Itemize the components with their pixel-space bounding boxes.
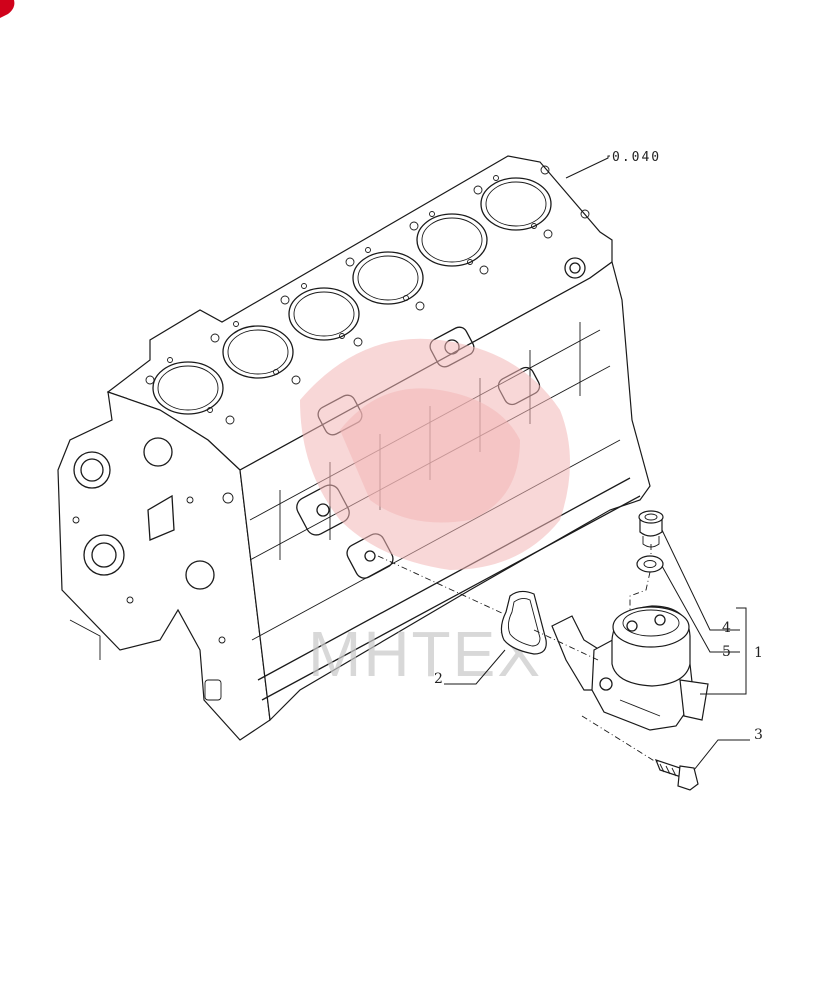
callout-5: 5 (722, 644, 731, 660)
corner-badge-icon (0, 0, 15, 18)
block-front-features (69, 437, 234, 701)
callout-4: 4 (722, 620, 731, 636)
assembly-centerlines (377, 544, 657, 763)
block-front-face (57, 391, 271, 741)
part-5-washer (636, 555, 664, 573)
part-1-fuel-pump (551, 605, 709, 731)
cylinder-bores (152, 177, 552, 415)
part-3-bolt (654, 759, 699, 791)
head-bolt-holes (145, 165, 590, 425)
watermark-logo (300, 338, 570, 570)
part-2-gasket (500, 590, 547, 655)
part-4-fitting (638, 510, 664, 548)
callout-2: 2 (434, 671, 443, 687)
reference-label-0040: 0.040 (612, 150, 661, 165)
callout-3: 3 (754, 727, 763, 743)
callout-1: 1 (754, 645, 763, 661)
leader-lines (444, 155, 750, 771)
